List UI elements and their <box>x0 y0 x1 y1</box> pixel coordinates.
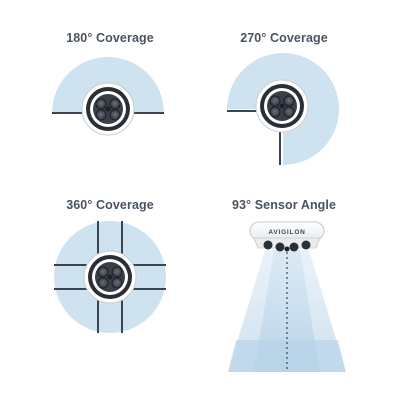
camera-top-view <box>83 250 137 304</box>
camera-top-view <box>81 82 135 136</box>
coverage-360-diagram <box>54 221 166 333</box>
panel-title-360: 360° Coverage <box>66 198 154 212</box>
coverage-270-diagram <box>227 53 339 165</box>
camera-side-view: AVIGILON <box>249 221 325 252</box>
sensor-floor-band <box>228 340 346 372</box>
panel-title-270: 270° Coverage <box>240 31 328 45</box>
coverage-180-diagram <box>52 57 164 136</box>
camera-top-view <box>255 79 309 133</box>
panel-title-180: 180° Coverage <box>66 31 154 45</box>
sensor-angle-diagram: AVIGILON <box>228 221 346 372</box>
camera-brand-label: AVIGILON <box>268 229 305 236</box>
panel-title-93: 93° Sensor Angle <box>231 198 337 212</box>
